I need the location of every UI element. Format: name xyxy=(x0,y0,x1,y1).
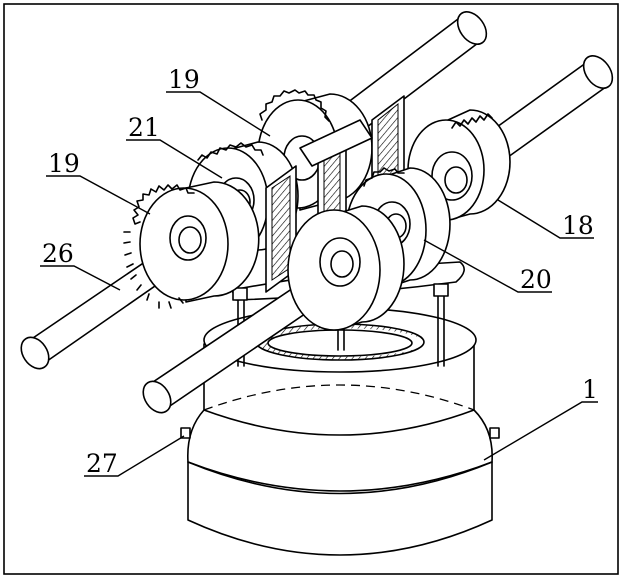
leader-21 xyxy=(126,139,223,179)
leader-18 xyxy=(497,199,594,239)
leader-19-left xyxy=(46,175,151,215)
callout-19-top: 19 xyxy=(168,65,200,94)
callout-26: 26 xyxy=(42,239,74,268)
shaft-stub-middle xyxy=(299,119,373,167)
base-barrel xyxy=(180,307,500,556)
callout-21: 21 xyxy=(128,113,160,142)
leader-19-top xyxy=(166,91,271,137)
callout-20: 20 xyxy=(520,265,552,294)
callouts: 19 21 19 26 18 20 1 27 xyxy=(40,65,598,478)
callout-19-left: 19 xyxy=(48,149,80,178)
gear-19-left xyxy=(123,181,260,309)
drawing-border xyxy=(3,3,619,575)
callout-1: 1 xyxy=(582,375,598,404)
leader-27 xyxy=(84,435,185,477)
leader-1 xyxy=(483,401,598,461)
disc-front xyxy=(287,205,405,331)
callout-27: 27 xyxy=(86,449,118,478)
leader-20 xyxy=(423,239,552,293)
callout-18: 18 xyxy=(562,211,594,240)
leader-26 xyxy=(40,265,121,291)
